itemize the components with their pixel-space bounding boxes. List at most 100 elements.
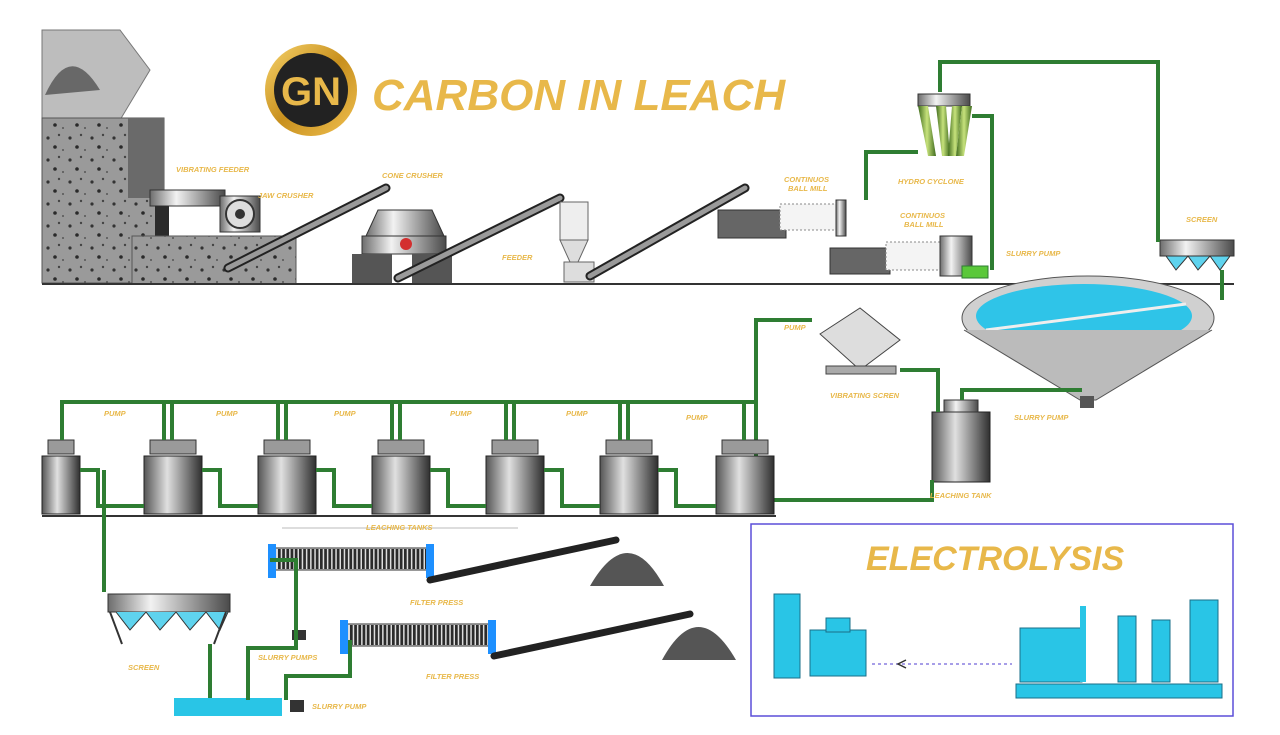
label-feeder: FEEDER bbox=[502, 253, 533, 262]
leaching-tank bbox=[257, 439, 317, 515]
filter-plate bbox=[345, 549, 348, 569]
filter-plate bbox=[442, 625, 446, 645]
pump-pipe bbox=[60, 400, 174, 440]
pipe-mill-to-cyclone bbox=[864, 150, 918, 200]
filter-plate bbox=[349, 549, 353, 569]
filter-plate bbox=[438, 625, 441, 645]
filter-plate bbox=[455, 625, 458, 645]
conveyor-2 bbox=[393, 193, 565, 283]
filter-plate bbox=[412, 549, 416, 569]
ball-mill-1 bbox=[717, 199, 847, 239]
label-pump-1: PUMP bbox=[104, 409, 127, 418]
filter-plate bbox=[375, 625, 378, 645]
filter-plate bbox=[315, 549, 319, 569]
label-ball-mill-2-line1: CONTINUOS bbox=[900, 211, 945, 220]
filter-plate bbox=[324, 549, 327, 569]
filter-plate bbox=[450, 625, 454, 645]
label-cone-crusher: CONE CRUSHER bbox=[382, 171, 443, 180]
filter-plate bbox=[341, 549, 344, 569]
filter-plate bbox=[425, 625, 429, 645]
filter-plate bbox=[362, 549, 365, 569]
filter-plate bbox=[307, 549, 311, 569]
filter-plate bbox=[484, 625, 488, 645]
filter-plate bbox=[320, 549, 323, 569]
thickener bbox=[961, 275, 1215, 408]
leaching-tank bbox=[371, 439, 431, 515]
solution-pond bbox=[174, 698, 282, 716]
label-slurry-pump-top: SLURRY PUMP bbox=[1006, 249, 1061, 258]
label-pump-5: PUMP bbox=[566, 409, 589, 418]
filter-plate bbox=[459, 625, 462, 645]
label-slurry-pump-mid: SLURRY PUMP bbox=[1014, 413, 1069, 422]
screen-bottom bbox=[107, 593, 231, 645]
filter-plate bbox=[429, 625, 433, 645]
feeder-silo bbox=[559, 201, 595, 283]
vibrating-feeder bbox=[131, 189, 297, 285]
overflow-pipe bbox=[544, 468, 600, 508]
hopper-building bbox=[41, 29, 165, 284]
filter-plate bbox=[446, 625, 450, 645]
filter-plate bbox=[357, 549, 361, 569]
label-ball-mill-1-line2: BALL MILL bbox=[788, 184, 828, 193]
filter-plate bbox=[379, 625, 383, 645]
pump-pipe bbox=[742, 400, 756, 440]
filter-plate bbox=[399, 549, 403, 569]
pipe-tank-to-line bbox=[770, 480, 934, 502]
filter-plate bbox=[332, 549, 336, 569]
filter-plate bbox=[387, 549, 390, 569]
pump-pipe bbox=[618, 400, 746, 440]
label-filter-press-1: FILTER PRESS bbox=[410, 598, 463, 607]
label-pump-4: PUMP bbox=[450, 409, 473, 418]
label-leaching-tanks: LEACHING TANKS bbox=[366, 523, 433, 532]
label-filter-press-2: FILTER PRESS bbox=[426, 672, 479, 681]
filter-plate bbox=[358, 625, 362, 645]
filter-plate bbox=[400, 625, 404, 645]
pipe-thickener-slurry bbox=[960, 388, 1082, 400]
leaching-tank bbox=[715, 439, 775, 515]
filter-plate bbox=[387, 625, 391, 645]
label-hydro-cyclone: HYDRO CYCLONE bbox=[898, 177, 965, 186]
filter-press-2 bbox=[340, 610, 736, 660]
leaching-tank bbox=[599, 439, 659, 515]
pipe-to-filter-press-2 bbox=[284, 640, 352, 700]
jaw-crusher bbox=[219, 195, 261, 233]
leaching-tank bbox=[143, 439, 203, 515]
filter-plate bbox=[480, 625, 483, 645]
filter-plate bbox=[417, 625, 420, 645]
filter-plate bbox=[413, 625, 416, 645]
label-vibrating-feeder: VIBRATING FEEDER bbox=[176, 165, 250, 174]
filter-plate bbox=[471, 625, 475, 645]
filter-plate bbox=[336, 549, 340, 569]
overflow-pipe bbox=[430, 468, 486, 508]
electrolysis-title: ELECTROLYSIS bbox=[866, 540, 1124, 578]
filter-plate bbox=[383, 549, 386, 569]
filter-plate bbox=[476, 625, 479, 645]
filter-plate bbox=[408, 549, 411, 569]
label-ball-mill-2-line2: BALL MILL bbox=[904, 220, 944, 229]
overflow-pipe bbox=[202, 468, 258, 508]
filter-plate bbox=[303, 549, 306, 569]
vibrating-screen bbox=[819, 307, 901, 375]
filter-plate bbox=[366, 625, 370, 645]
filter-plate bbox=[366, 549, 369, 569]
ball-mill-2 bbox=[829, 235, 973, 277]
pipe-cyclone-return bbox=[972, 114, 994, 270]
label-leaching-tank: LEACHING TANK bbox=[930, 491, 992, 500]
filter-plate bbox=[467, 625, 471, 645]
pump-pipe bbox=[162, 400, 288, 440]
filter-plate bbox=[420, 549, 424, 569]
filter-plate bbox=[463, 625, 467, 645]
electrolysis-panel bbox=[750, 523, 1234, 717]
page-title: CARBON IN LEACH bbox=[372, 71, 786, 120]
filter-press-1 bbox=[268, 536, 664, 586]
filter-plate bbox=[353, 549, 357, 569]
label-pump-2: PUMP bbox=[216, 409, 239, 418]
slurry-pump-green bbox=[961, 265, 989, 279]
pipe-cyclone-to-screen bbox=[938, 60, 1160, 242]
leach-tank-feed bbox=[931, 399, 991, 483]
filter-plate bbox=[434, 625, 437, 645]
pump-pipe bbox=[390, 400, 516, 440]
leaching-tank bbox=[41, 439, 81, 515]
